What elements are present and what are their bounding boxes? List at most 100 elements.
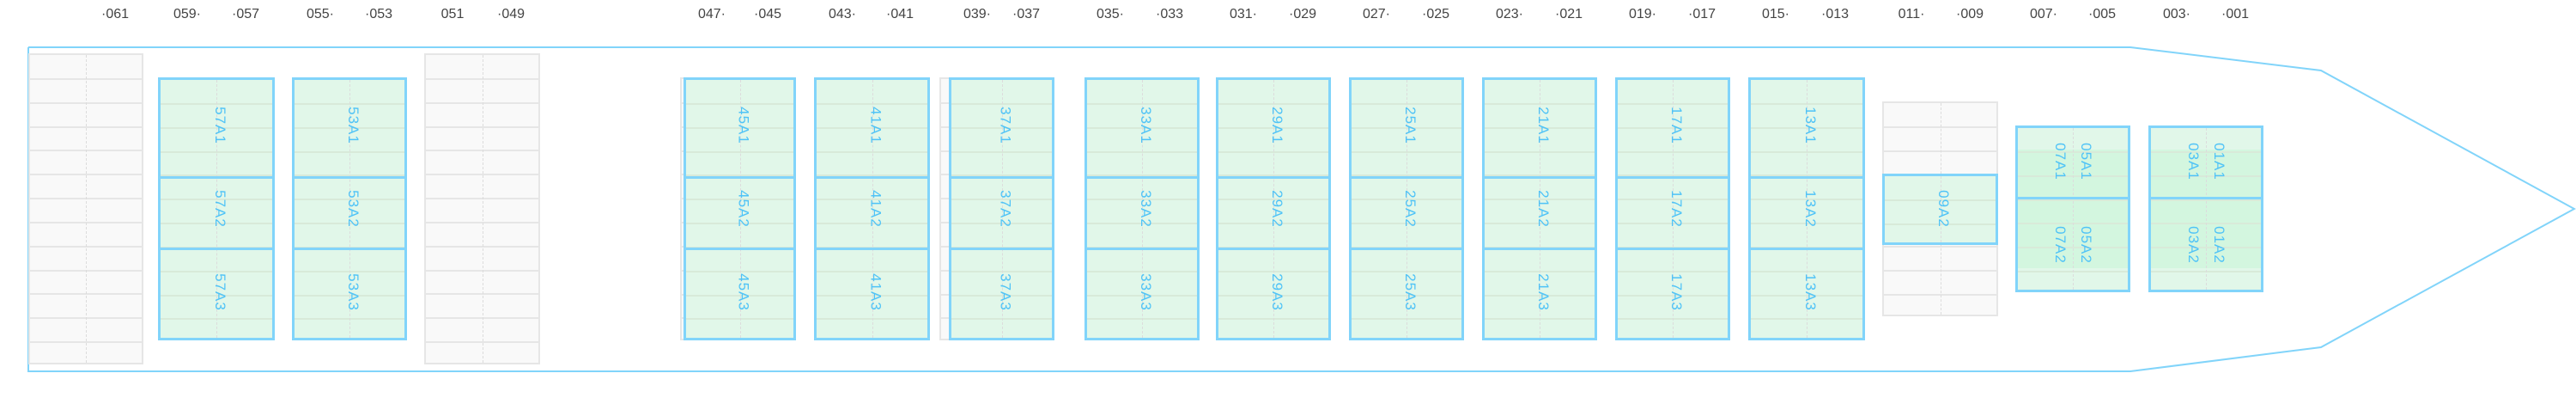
slot-label[interactable]: 13A2 bbox=[1802, 190, 1819, 228]
bay-slot-group-b45[interactable] bbox=[683, 77, 796, 340]
slot-label[interactable]: 05A2 bbox=[2078, 226, 2094, 264]
slot-label[interactable]: 45A1 bbox=[735, 107, 752, 144]
slot-label[interactable]: 13A3 bbox=[1802, 273, 1819, 311]
slot-label[interactable]: 17A1 bbox=[1668, 107, 1685, 144]
slot-divider bbox=[686, 248, 793, 250]
slot-label[interactable]: 29A1 bbox=[1269, 107, 1285, 144]
slot-label[interactable]: 05A1 bbox=[2078, 143, 2094, 181]
slot-label[interactable]: 13A1 bbox=[1802, 107, 1819, 144]
bay-number-label: 023· bbox=[1495, 7, 1524, 21]
bay-slot-group-b13[interactable] bbox=[1748, 77, 1865, 340]
slot-label[interactable]: 03A1 bbox=[2185, 143, 2202, 181]
slot-label[interactable]: 37A2 bbox=[997, 190, 1014, 228]
slot-divider bbox=[1751, 176, 1862, 179]
slot-label[interactable]: 25A1 bbox=[1402, 107, 1419, 144]
center-line bbox=[1001, 80, 1003, 338]
slot-divider bbox=[817, 176, 927, 179]
bay-number-label: 031· bbox=[1229, 7, 1258, 21]
slot-label[interactable]: 57A2 bbox=[212, 190, 228, 228]
center-line bbox=[216, 80, 217, 338]
bay-slot-group-b17[interactable] bbox=[1615, 77, 1730, 340]
slot-divider bbox=[295, 248, 404, 250]
slot-divider bbox=[817, 248, 927, 250]
bay-number-label: ·037 bbox=[1012, 7, 1041, 21]
bay-number-label: ·041 bbox=[885, 7, 914, 21]
slot-label[interactable]: 25A2 bbox=[1402, 190, 1419, 228]
slot-label[interactable]: 33A1 bbox=[1138, 107, 1154, 144]
slot-label[interactable]: 41A3 bbox=[867, 273, 884, 311]
slot-label[interactable]: 21A2 bbox=[1535, 190, 1552, 228]
slot-label[interactable]: 53A1 bbox=[345, 107, 361, 144]
slot-label[interactable]: 29A3 bbox=[1269, 273, 1285, 311]
bay-number-label: 059· bbox=[173, 7, 202, 21]
empty-bay bbox=[424, 53, 540, 364]
center-line bbox=[1406, 80, 1407, 338]
center-line bbox=[1273, 80, 1274, 338]
slot-label[interactable]: 57A1 bbox=[212, 107, 228, 144]
bay-slot-group-b21[interactable] bbox=[1482, 77, 1597, 340]
bay-slot-group-b29[interactable] bbox=[1216, 77, 1331, 340]
slot-label[interactable]: 07A2 bbox=[2052, 226, 2069, 264]
slot-label[interactable]: 29A2 bbox=[1269, 190, 1285, 228]
slot-label[interactable]: 53A2 bbox=[345, 190, 361, 228]
bay-slot-group-b53[interactable] bbox=[292, 77, 407, 340]
bay-number-label: ·001 bbox=[2221, 7, 2250, 21]
slot-label[interactable]: 57A3 bbox=[212, 273, 228, 311]
slot-divider bbox=[1352, 176, 1461, 179]
bay-number-label: 007· bbox=[2029, 7, 2058, 21]
slot-label[interactable]: 21A3 bbox=[1535, 273, 1552, 311]
slot-divider bbox=[295, 176, 404, 179]
slot-label[interactable]: 21A1 bbox=[1535, 107, 1552, 144]
slot-divider bbox=[1485, 176, 1595, 179]
bay-slot-group-b25[interactable] bbox=[1349, 77, 1464, 340]
bay-slot-group-b33[interactable] bbox=[1084, 77, 1200, 340]
slot-label[interactable]: 33A3 bbox=[1138, 273, 1154, 311]
slot-divider bbox=[1218, 248, 1328, 250]
slot-label[interactable]: 07A1 bbox=[2052, 143, 2069, 181]
bay-number-label: 003· bbox=[2162, 7, 2191, 21]
slot-label[interactable]: 03A2 bbox=[2185, 226, 2202, 264]
bay-number-label: ·009 bbox=[1955, 7, 1984, 21]
slot-divider bbox=[1618, 176, 1728, 179]
slot-label[interactable]: 01A2 bbox=[2211, 226, 2227, 264]
slot-divider bbox=[161, 248, 272, 250]
center-line bbox=[2073, 128, 2074, 290]
bay-slot-group-b03-b01[interactable] bbox=[2148, 125, 2263, 292]
bay-slot-group-b07-b05[interactable] bbox=[2015, 125, 2130, 292]
bay-number-label: ·013 bbox=[1820, 7, 1850, 21]
slot-label[interactable]: 25A3 bbox=[1402, 273, 1419, 311]
slot-label[interactable]: 53A3 bbox=[345, 273, 361, 311]
slot-label[interactable]: 45A3 bbox=[735, 273, 752, 311]
center-line bbox=[1673, 80, 1674, 338]
bay-slot-group-b57[interactable] bbox=[158, 77, 275, 340]
bay-number-label: ·021 bbox=[1554, 7, 1583, 21]
bay-slot-group-b09[interactable] bbox=[1882, 174, 1998, 245]
slot-divider bbox=[1352, 248, 1461, 250]
center-line bbox=[739, 80, 741, 338]
empty-bay bbox=[28, 53, 143, 364]
slot-label[interactable]: 09A2 bbox=[1935, 190, 1952, 228]
slot-label[interactable]: 37A1 bbox=[997, 107, 1014, 144]
slot-label[interactable]: 17A2 bbox=[1668, 190, 1685, 228]
bay-number-label: 019· bbox=[1628, 7, 1657, 21]
bay-number-label: 035· bbox=[1096, 7, 1125, 21]
bay-slot-group-b41[interactable] bbox=[814, 77, 930, 340]
center-line bbox=[86, 55, 87, 363]
slot-label[interactable]: 17A3 bbox=[1668, 273, 1685, 311]
bay-number-label: 027· bbox=[1362, 7, 1391, 21]
bay-number-label: ·025 bbox=[1421, 7, 1450, 21]
bay-number-label: ·029 bbox=[1288, 7, 1317, 21]
bay-slot-group-b37[interactable] bbox=[949, 77, 1054, 340]
slot-label[interactable]: 45A2 bbox=[735, 190, 752, 228]
slot-label[interactable]: 41A2 bbox=[867, 190, 884, 228]
slot-label[interactable]: 01A1 bbox=[2211, 143, 2227, 181]
bay-number-label: ·005 bbox=[2087, 7, 2117, 21]
slot-label[interactable]: 37A3 bbox=[997, 273, 1014, 311]
slot-divider bbox=[951, 248, 1052, 250]
slot-divider bbox=[161, 176, 272, 179]
slot-label[interactable]: 33A2 bbox=[1138, 190, 1154, 228]
slot-divider bbox=[1485, 248, 1595, 250]
slot-label[interactable]: 41A1 bbox=[867, 107, 884, 144]
